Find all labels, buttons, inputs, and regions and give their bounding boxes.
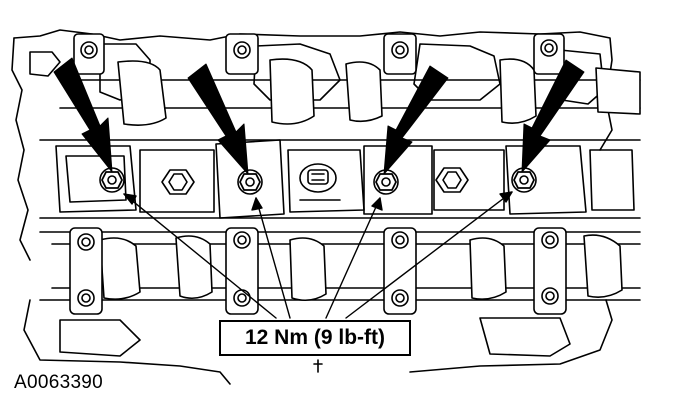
lower-bearing-caps <box>69 227 567 315</box>
torque-spec-callout: 12 Nm (9 lb-ft) <box>219 320 411 356</box>
pointer-arrow-icon <box>383 65 449 175</box>
figure-id-label: A0063390 <box>14 372 104 393</box>
upper-camshaft <box>59 58 641 126</box>
center-plug-bay <box>39 139 641 219</box>
pointer-arrow-icon <box>521 59 585 173</box>
pointer-arrow-icon <box>187 63 249 175</box>
pointer-arrow-icon <box>53 57 113 173</box>
flanged-bolt-icon <box>511 167 537 193</box>
flanged-bolt-icon <box>237 169 263 195</box>
callout-leader-lines <box>123 191 513 319</box>
upper-bearing-caps <box>73 33 565 75</box>
flanged-bolt-icon <box>373 169 399 195</box>
